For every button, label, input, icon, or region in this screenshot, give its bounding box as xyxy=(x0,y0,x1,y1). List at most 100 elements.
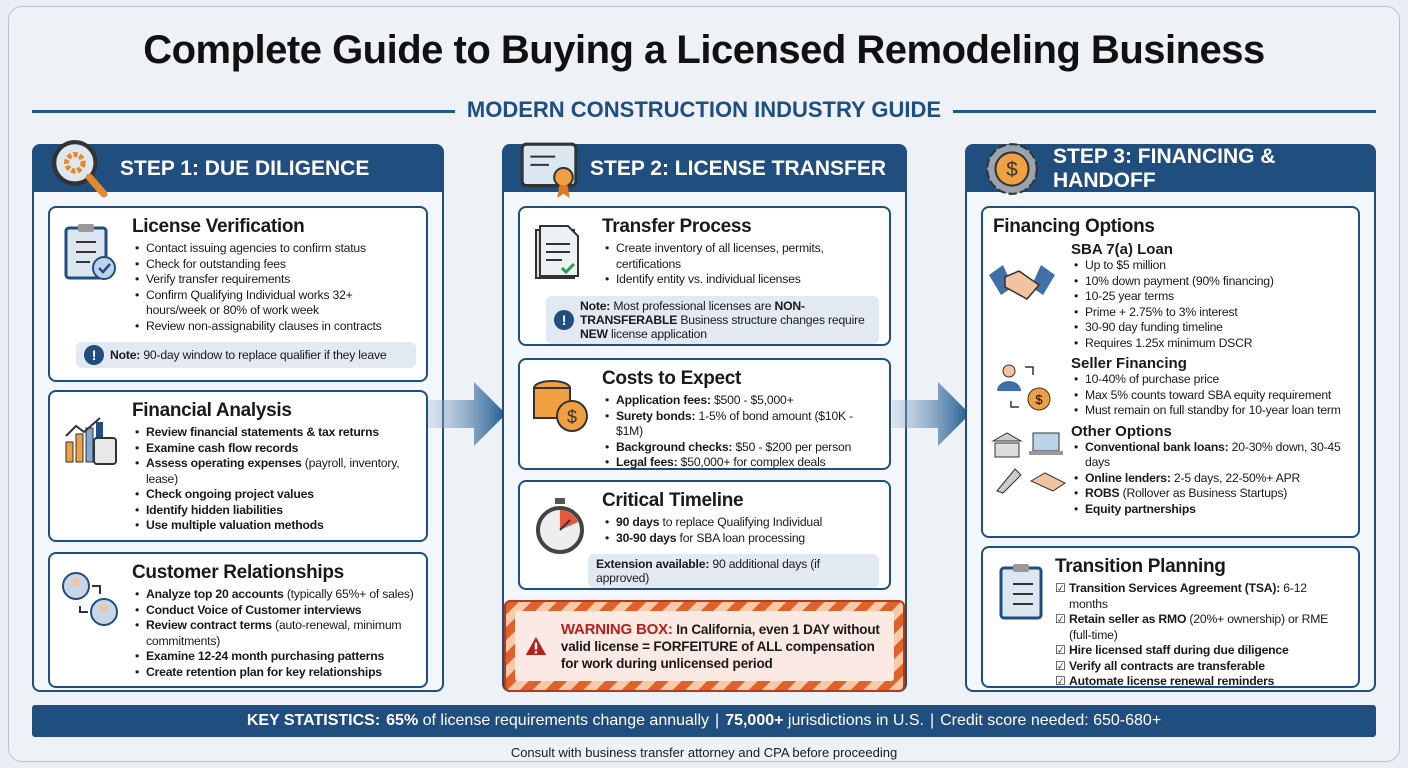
other-options-group: Other Options Conventional bank loans: 2… xyxy=(991,422,1348,518)
text: Verify transfer requirements xyxy=(146,272,291,286)
note-box: Extension available: 90 additional days … xyxy=(588,554,879,588)
text: 2-5 days, 22-50%+ APR xyxy=(1170,470,1301,485)
list-item: Background checks: $50 - $200 per person xyxy=(602,440,879,456)
list-item: Examine 12-24 month purchasing patterns xyxy=(132,649,416,665)
bold-text: Application fees: xyxy=(616,393,711,407)
text: (typically 65%+ of sales) xyxy=(283,587,414,601)
stat-text: Credit score needed: 650-680+ xyxy=(940,712,1162,729)
list-item: Check for outstanding fees xyxy=(132,257,416,273)
checklist-icon xyxy=(999,564,1043,620)
bold-text: Identify hidden liabilities xyxy=(146,502,283,517)
bold-text: Retain seller as RMO xyxy=(1069,612,1187,626)
bold-text: Hire licensed staff during due diligence xyxy=(1069,643,1289,657)
bold-text: Transition Services Agreement (TSA): xyxy=(1069,581,1281,595)
bold-text: Analyze top 20 accounts xyxy=(146,587,284,601)
bold-text: Assess operating expenses xyxy=(146,456,302,470)
list-item: Equity partnerships xyxy=(1071,502,1348,518)
group-title: Other Options xyxy=(1071,422,1172,440)
text: Identify entity vs. individual licenses xyxy=(616,272,801,286)
bullet-list: Up to $5 million10% down payment (90% fi… xyxy=(1071,258,1348,351)
stat-text: jurisdictions in U.S. xyxy=(783,712,924,729)
clipboard-check-icon xyxy=(64,224,116,280)
list-item: Conventional bank loans: 20-30% down, 30… xyxy=(1071,440,1348,471)
text: 6-12 months xyxy=(1069,581,1307,611)
bullet-list: Application fees: $500 - $5,000+Surety b… xyxy=(602,393,879,471)
step-3-header: STEP 3: FINANCING & HANDOFF xyxy=(967,145,1374,192)
text: $500 - $5,000+ xyxy=(710,393,794,407)
bold-text: Equity partnerships xyxy=(1085,501,1196,516)
list-item: Online lenders: 2-5 days, 22-50%+ APR xyxy=(1071,471,1348,487)
text: Confirm Qualifying Individual works 32+ … xyxy=(146,287,353,318)
certificate-icon xyxy=(520,142,578,198)
list-item: 30-90 days for SBA loan processing xyxy=(602,531,879,547)
text: Create inventory of all licenses, permit… xyxy=(616,241,824,271)
bold-text: Surety bonds: xyxy=(616,408,696,423)
handshake-icon xyxy=(989,265,1055,300)
list-item: Max 5% counts toward SBA equity requirem… xyxy=(1071,388,1348,404)
bold-text: Review contract terms xyxy=(146,618,272,632)
gear-dollar-icon: $ xyxy=(986,143,1038,195)
note-label: Extension available: xyxy=(596,557,710,571)
arrow-right-icon xyxy=(428,382,506,446)
bold-text: Review financial statements & tax return… xyxy=(146,425,379,439)
customer-relationships-card: Customer Relationships Analyze top 20 ac… xyxy=(48,552,428,688)
footer-note: Consult with business transfer attorney … xyxy=(510,745,898,760)
text: Check for outstanding fees xyxy=(146,256,286,271)
text: (auto-renewal, minimum commitments) xyxy=(146,618,402,648)
text: Review non-assignability clauses in cont… xyxy=(146,318,382,333)
checklist-item: Hire licensed staff during due diligence xyxy=(1055,643,1348,659)
card-title: Costs to Expect xyxy=(602,368,742,389)
checklist-item: Verify all contracts are transferable xyxy=(1055,659,1348,675)
card-title: License Verification xyxy=(132,216,305,237)
sba-loan-group: SBA 7(a) Loan Up to $5 million10% down p… xyxy=(989,241,1348,351)
card-title: Financing Options xyxy=(993,216,1155,237)
text: 30-90 day funding timeline xyxy=(1085,320,1223,334)
stopwatch-icon xyxy=(536,498,584,554)
text: (payroll, inventory, lease) xyxy=(146,456,400,486)
text: to replace Qualifying Individual xyxy=(659,515,823,529)
financial-analysis-card: Financial Analysis Review financial stat… xyxy=(48,390,428,542)
list-item: Create inventory of all licenses, permit… xyxy=(602,241,879,272)
divider xyxy=(32,110,462,113)
list-item: Review contract terms (auto-renewal, min… xyxy=(132,618,416,649)
document-check-icon xyxy=(535,225,579,279)
checklist: Transition Services Agreement (TSA): 6-1… xyxy=(1055,581,1348,690)
list-item: Prime + 2.75% to 3% interest xyxy=(1071,305,1348,321)
text: Up to $5 million xyxy=(1085,258,1166,272)
bold-text: NON-TRANSFERABLE xyxy=(580,298,805,327)
page-subtitle: MODERN CONSTRUCTION INDUSTRY GUIDE xyxy=(0,97,1408,123)
text: Requires 1.25x minimum DSCR xyxy=(1085,335,1253,350)
list-item: Application fees: $500 - $5,000+ xyxy=(602,393,879,409)
card-title: Transition Planning xyxy=(1055,556,1226,577)
list-item: 90 days to replace Qualifying Individual xyxy=(602,515,879,531)
bold-text: ROBS xyxy=(1085,486,1120,500)
note-label: Note: xyxy=(110,348,141,362)
text: Contact issuing agencies to confirm stat… xyxy=(146,241,366,255)
list-item: Contact issuing agencies to confirm stat… xyxy=(132,241,416,257)
costs-card: $ Costs to Expect Application fees: $500… xyxy=(518,358,891,470)
text: (20%+ ownership) or RME (full-time) xyxy=(1069,612,1329,642)
chart-calculator-icon xyxy=(65,417,117,465)
bold-text: Verify all contracts are transferable xyxy=(1069,658,1265,673)
list-item: Review financial statements & tax return… xyxy=(132,425,416,441)
transition-planning-card: Transition Planning Transition Services … xyxy=(981,546,1360,690)
text: Max 5% counts toward SBA equity requirem… xyxy=(1085,387,1332,402)
key-statistics-bar: KEY STATISTICS: 65% of license requireme… xyxy=(32,705,1376,737)
customers-exchange-icon xyxy=(62,572,118,626)
bold-text: Conduct Voice of Customer interviews xyxy=(146,602,362,617)
bold-text: Note: xyxy=(580,298,611,313)
note-box: !Note: 90-day window to replace qualifie… xyxy=(76,342,416,368)
text: 10-25 year terms xyxy=(1085,289,1174,303)
list-item: Examine cash flow records xyxy=(132,441,416,457)
list-item: Use multiple valuation methods xyxy=(132,518,416,534)
list-item: Review non-assignability clauses in cont… xyxy=(132,319,416,335)
transfer-process-card: Transfer Process Create inventory of all… xyxy=(518,206,891,346)
list-item: Conduct Voice of Customer interviews xyxy=(132,603,416,619)
group-title: SBA 7(a) Loan xyxy=(1071,241,1173,258)
bullet-list: Conventional bank loans: 20-30% down, 30… xyxy=(1071,440,1348,518)
list-item: Identify entity vs. individual licenses xyxy=(602,272,879,288)
list-item: Analyze top 20 accounts (typically 65%+ … xyxy=(132,587,416,603)
bullet-list: 90 days to replace Qualifying Individual… xyxy=(602,515,879,546)
bold-text: Conventional bank loans: xyxy=(1085,439,1229,454)
step-3-column: STEP 3: FINANCING & HANDOFF $ Financing … xyxy=(965,143,1376,692)
